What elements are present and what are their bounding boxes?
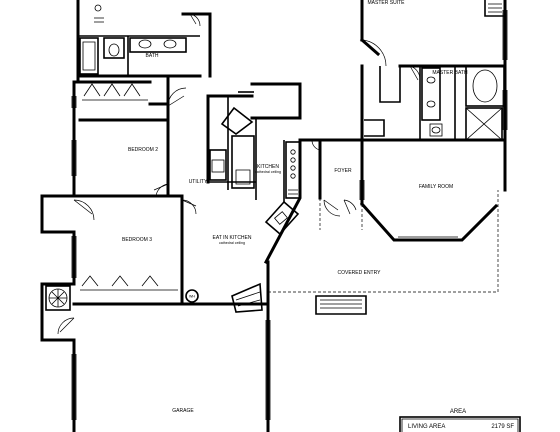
exterior-walls — [40, 0, 507, 432]
hall-bath-fixtures — [79, 4, 187, 75]
water-heater-icon: WH — [185, 289, 199, 303]
family-room-label: FAMILY ROOM — [419, 184, 453, 190]
living-area-value: 2179 SF — [491, 424, 514, 430]
interior-partitions — [78, 35, 456, 202]
foyer-label: FOYER — [334, 168, 352, 174]
room-labels: MASTER SUITE BATH MASTER BATH BEDROOM 2 … — [122, 0, 468, 414]
garage-steps — [231, 282, 263, 313]
master-bath-label: MASTER BATH — [432, 70, 468, 76]
windows — [71, 10, 508, 420]
garage-label: GARAGE — [172, 408, 194, 414]
hvac-fan-icon — [45, 285, 71, 311]
kitchen-label: KITCHEN — [257, 164, 279, 170]
area-table-title: AREA — [450, 409, 466, 415]
eat-in-kitchen-note: cathedral ceiling — [219, 241, 245, 245]
master-suite-label: MASTER SUITE — [368, 0, 406, 6]
master-closet — [484, 0, 505, 17]
utility-label: UTILITY — [189, 179, 208, 185]
kitchen-counters — [209, 135, 301, 236]
covered-entry-label: COVERED ENTRY — [338, 270, 382, 276]
kitchen-note: cathedral ceiling — [255, 170, 281, 174]
covered-entry-porch — [268, 190, 499, 315]
water-heater-label: WH — [189, 295, 195, 299]
hall-bath-label: BATH — [146, 53, 159, 59]
master-bath-fixtures — [421, 65, 505, 141]
doors — [57, 13, 421, 335]
area-table: AREA LIVING AREA 2179 SF — [399, 409, 521, 432]
bedroom-3-label: BEDROOM 3 — [122, 237, 152, 243]
living-area-label: LIVING AREA — [408, 424, 445, 430]
bedroom-2-closet — [82, 83, 148, 101]
bedroom-2-label: BEDROOM 2 — [128, 147, 158, 153]
bedroom-3-closet — [80, 275, 178, 291]
eat-in-kitchen-label: EAT IN KITCHEN — [213, 235, 252, 241]
